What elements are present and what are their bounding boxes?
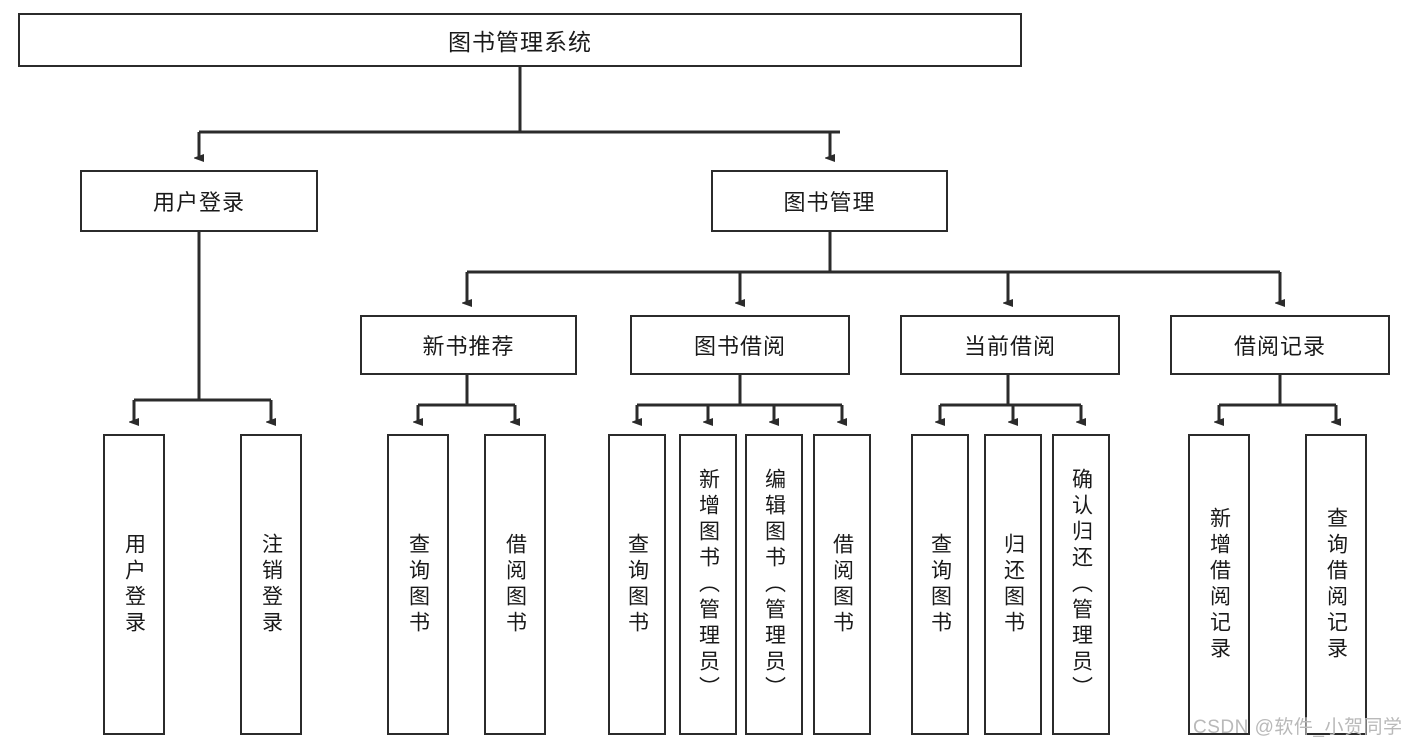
- node-leaf-query-book-borrow-label: 查询图书: [625, 532, 649, 637]
- node-current-borrow[interactable]: 当前借阅: [900, 315, 1120, 375]
- node-leaf-return-book-label: 归还图书: [1001, 532, 1025, 637]
- node-new-book-recommend-label: 新书推荐: [422, 334, 515, 359]
- node-leaf-add-book[interactable]: 新增图书（管理员）: [679, 434, 737, 735]
- node-user-login-label: 用户登录: [152, 190, 245, 215]
- node-leaf-add-borrow-record-label: 新增借阅记录: [1207, 506, 1231, 663]
- node-leaf-query-book-recommend[interactable]: 查询图书: [387, 434, 449, 735]
- node-leaf-query-book-current[interactable]: 查询图书: [911, 434, 969, 735]
- node-book-management-label: 图书管理: [783, 190, 876, 215]
- node-leaf-add-borrow-record[interactable]: 新增借阅记录: [1188, 434, 1250, 735]
- node-leaf-borrow-book-label: 借阅图书: [830, 532, 854, 637]
- node-leaf-confirm-return-label: 确认归还（管理员）: [1069, 467, 1093, 702]
- node-leaf-query-book-recommend-label: 查询图书: [406, 532, 430, 637]
- node-leaf-borrow-book-recommend[interactable]: 借阅图书: [484, 434, 546, 735]
- node-new-book-recommend[interactable]: 新书推荐: [360, 315, 577, 375]
- node-leaf-edit-book[interactable]: 编辑图书（管理员）: [745, 434, 803, 735]
- node-leaf-query-borrow-record[interactable]: 查询借阅记录: [1305, 434, 1367, 735]
- csdn-watermark: CSDN @软件_小贺同学: [1193, 717, 1403, 738]
- node-borrow-record[interactable]: 借阅记录: [1170, 315, 1390, 375]
- node-book-borrow[interactable]: 图书借阅: [630, 315, 850, 375]
- node-leaf-add-book-label: 新增图书（管理员）: [696, 467, 720, 702]
- node-book-borrow-label: 图书借阅: [693, 334, 786, 359]
- node-current-borrow-label: 当前借阅: [963, 334, 1056, 359]
- node-leaf-query-borrow-record-label: 查询借阅记录: [1324, 506, 1348, 663]
- node-leaf-borrow-book-recommend-label: 借阅图书: [503, 532, 527, 637]
- node-leaf-borrow-book[interactable]: 借阅图书: [813, 434, 871, 735]
- node-leaf-logout-login-label: 注销登录: [259, 532, 283, 637]
- node-leaf-user-login[interactable]: 用户登录: [103, 434, 165, 735]
- node-root-label: 图书管理系统: [448, 29, 592, 55]
- node-user-login[interactable]: 用户登录: [80, 170, 318, 232]
- node-leaf-logout-login[interactable]: 注销登录: [240, 434, 302, 735]
- node-leaf-query-book-current-label: 查询图书: [928, 532, 952, 637]
- node-leaf-confirm-return[interactable]: 确认归还（管理员）: [1052, 434, 1110, 735]
- node-leaf-return-book[interactable]: 归还图书: [984, 434, 1042, 735]
- node-borrow-record-label: 借阅记录: [1233, 334, 1326, 359]
- node-leaf-edit-book-label: 编辑图书（管理员）: [762, 467, 786, 702]
- node-leaf-query-book-borrow[interactable]: 查询图书: [608, 434, 666, 735]
- node-book-management[interactable]: 图书管理: [711, 170, 948, 232]
- node-root[interactable]: 图书管理系统: [18, 13, 1022, 67]
- node-leaf-user-login-label: 用户登录: [122, 532, 146, 637]
